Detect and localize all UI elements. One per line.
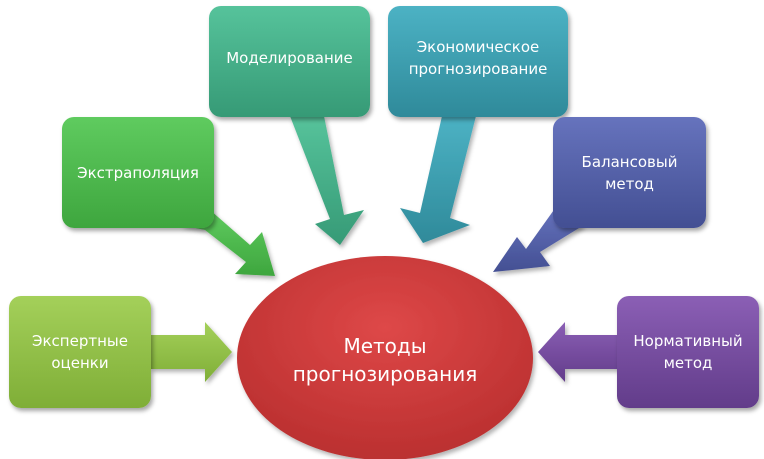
node-balance-method: Балансовый метод (553, 117, 706, 228)
node-modeling: Моделирование (209, 6, 370, 117)
arrow-modeling (290, 116, 364, 245)
node-normative-method: Нормативный метод (617, 296, 759, 408)
node-economic-forecasting: Экономическое прогнозирование (388, 6, 568, 117)
node-expert-estimates: Экспертные оценки (9, 296, 151, 408)
center-ellipse (237, 256, 533, 459)
arrow-normative (538, 322, 620, 382)
arrow-economic (400, 116, 476, 243)
node-extrapolation: Экстраполяция (62, 117, 214, 228)
center-node-label: Методы прогнозирования (292, 334, 478, 386)
arrow-expert (150, 322, 232, 382)
